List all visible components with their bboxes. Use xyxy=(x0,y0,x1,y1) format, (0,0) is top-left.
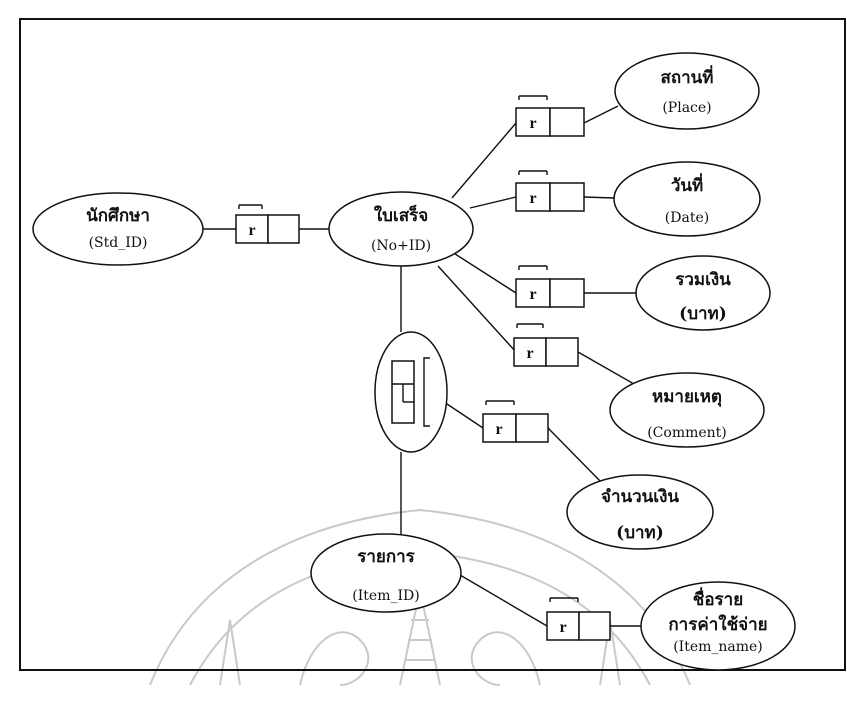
entity-itemname: ชื่อราย การค่าใช้จ่าย (Item_name) xyxy=(640,581,796,671)
student-name: นักศึกษา xyxy=(86,206,150,226)
itemname-line1: ชื่อราย xyxy=(693,587,743,610)
associative-entity xyxy=(374,331,448,453)
relationship-label: r xyxy=(495,421,502,438)
item-key: (Item_ID) xyxy=(352,588,419,604)
relationship-label: r xyxy=(248,222,255,239)
relationship-label: r xyxy=(526,345,533,362)
itemname-key: (Item_name) xyxy=(673,639,763,655)
place-key: (Place) xyxy=(662,100,711,116)
relationship-label: r xyxy=(559,619,566,636)
relationship-comment: r xyxy=(513,323,579,367)
student-key: (Std_ID) xyxy=(89,235,148,251)
entity-student: นักศึกษา (Std_ID) xyxy=(32,192,204,266)
entity-total: รวมเงิน (บาท) xyxy=(635,255,771,331)
entity-place: สถานที่ (Place) xyxy=(614,52,760,130)
itemname-line2: การค่าใช้จ่าย xyxy=(668,614,767,635)
entity-item: รายการ (Item_ID) xyxy=(310,533,462,613)
relationship-label: r xyxy=(529,286,536,303)
entity-comment: หมายเหตุ (Comment) xyxy=(609,372,765,448)
relationship-itemname: r xyxy=(546,597,611,641)
receipt-key: (No+ID) xyxy=(371,238,431,254)
entity-date: วันที่ (Date) xyxy=(613,161,761,237)
relationship-total: r xyxy=(515,265,585,308)
diagram-frame xyxy=(19,18,846,671)
total-unit: (บาท) xyxy=(679,304,727,324)
item-name: รายการ xyxy=(357,547,415,567)
relationship-label: r xyxy=(529,115,536,132)
place-name: สถานที่ xyxy=(660,65,713,88)
date-key: (Date) xyxy=(665,210,709,226)
relationship-date: r xyxy=(515,170,585,212)
entity-receipt: ใบเสร็จ (No+ID) xyxy=(328,191,474,267)
comment-name: หมายเหตุ xyxy=(652,387,722,407)
comment-key: (Comment) xyxy=(647,425,727,441)
receipt-name: ใบเสร็จ xyxy=(374,203,428,226)
connector-lines xyxy=(203,105,642,627)
date-name: วันที่ xyxy=(671,173,703,196)
relationship-amount: r xyxy=(482,400,549,443)
amount-unit: (บาท) xyxy=(616,523,664,543)
relationship-place: r xyxy=(515,95,585,137)
entity-amount: จำนวนเงิน (บาท) xyxy=(566,474,714,550)
total-name: รวมเงิน xyxy=(675,270,731,290)
relationship-label: r xyxy=(529,190,536,207)
relationship-student-receipt: r xyxy=(235,204,300,244)
amount-name: จำนวนเงิน xyxy=(601,487,679,507)
